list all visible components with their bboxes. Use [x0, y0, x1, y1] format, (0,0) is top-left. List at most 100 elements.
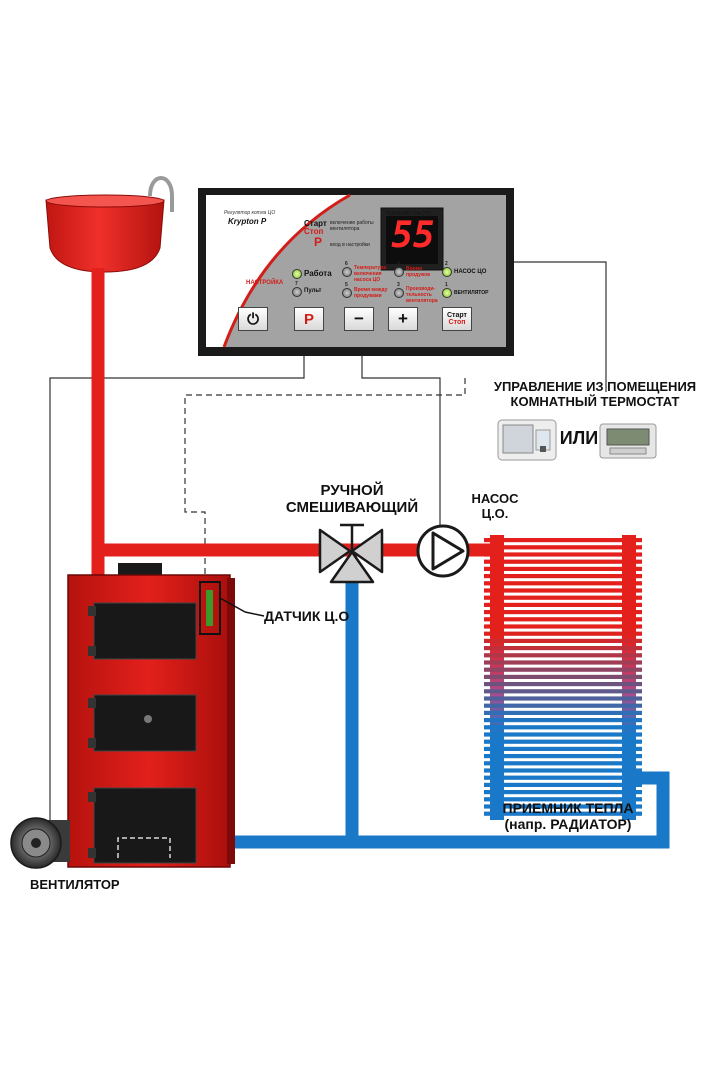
expansion-tank	[45, 176, 174, 273]
radiator-bar	[484, 624, 642, 629]
radiator-bar	[484, 559, 642, 564]
radiator-bar	[484, 811, 642, 816]
radiator	[484, 535, 642, 820]
led-purge-interval-1: Время между	[354, 287, 388, 293]
start-desc-1: включение работы	[330, 220, 374, 226]
led-purge-time-2: продувов	[406, 272, 431, 278]
room-control-title: УПРАВЛЕНИЕ ИЗ ПОМЕЩЕНИЯ КОМНАТНЫЙ ТЕРМОС…	[470, 379, 720, 410]
led-pump-temp	[342, 267, 352, 277]
controller-panel: Регулятор котла ЦО Krypton P Старт Стоп …	[206, 195, 506, 347]
radiator-bar	[484, 689, 642, 694]
radiator-bar	[484, 725, 642, 730]
return-pipe	[232, 771, 670, 849]
radiator-bar	[484, 552, 642, 557]
room-control-line-2: КОМНАТНЫЙ ТЕРМОСТАТ	[510, 393, 680, 409]
led-pump-temp-1: Температура	[354, 265, 386, 271]
controller-subtitle: Регулятор котла ЦО	[224, 210, 276, 216]
temp-display: 55	[391, 215, 435, 256]
cable-fan	[49, 356, 305, 840]
pump-line-2: Ц.О.	[481, 505, 509, 521]
start-stop-button-stop: Стоп	[448, 319, 466, 326]
radiator-bar	[484, 703, 642, 708]
receiver-line-2: (напр. РАДИАТОР)	[504, 816, 632, 833]
p-button[interactable]: P	[294, 307, 324, 331]
room-control-line-1: УПРАВЛЕНИЕ ИЗ ПОМЕЩЕНИЯ	[493, 379, 697, 394]
radiator-bar	[484, 660, 642, 665]
or-label: ИЛИ	[559, 428, 599, 448]
boiler-top-hatch	[118, 563, 162, 577]
radiator-bars	[484, 538, 642, 816]
radiator-bar	[484, 545, 642, 550]
receiver-label: ПРИЕМНИК ТЕПЛА (напр. РАДИАТОР)	[468, 800, 668, 832]
radiator-bar	[484, 696, 642, 701]
led-pump-temp-3: насоса ЦО	[354, 277, 381, 283]
control-cables	[49, 261, 607, 840]
led-fan-power-1: Производи-	[406, 286, 436, 292]
led-purge-time-1: Время	[406, 266, 422, 272]
radiator-bar	[484, 588, 642, 593]
mixing-valve-line-2: СМЕШИВАЮЩИЙ	[285, 499, 419, 517]
radiator-bar	[484, 566, 642, 571]
radiator-bar	[484, 581, 642, 586]
minus-button[interactable]: −	[344, 307, 374, 331]
sensor-probe	[206, 590, 213, 626]
num-6: 6	[345, 261, 348, 267]
stop-word: Стоп	[304, 227, 324, 236]
radiator-bar	[484, 646, 642, 651]
radiator-bar	[484, 617, 642, 622]
thermostat-wall	[599, 423, 657, 459]
temp-title: ТЕМПЕРАТУРА [°C]	[385, 211, 431, 217]
radiator-bar	[484, 754, 642, 759]
led-pump-label: НАСОС ЦО	[454, 269, 487, 275]
radiator-bar	[484, 797, 642, 802]
receiver-line-1: ПРИЕМНИК ТЕПЛА	[502, 800, 634, 816]
led-purge-interval	[342, 288, 352, 298]
radiator-bar	[484, 682, 642, 687]
boiler-door-middle	[93, 694, 197, 752]
sensor-box	[199, 581, 221, 635]
led-remote	[292, 287, 302, 297]
setup-label: НАСТРОЙКА	[246, 280, 284, 286]
start-word: Старт	[304, 219, 327, 228]
radiator-bar	[484, 732, 642, 737]
radiator-bar	[484, 538, 642, 543]
mixing-valve-icon	[318, 523, 384, 584]
start-stop-button[interactable]: Старт Стоп	[442, 307, 472, 331]
fan-icon	[10, 817, 70, 869]
led-purge-time	[394, 267, 404, 277]
mixing-valve-label: РУЧНОЙ СМЕШИВАЮЩИЙ	[262, 482, 442, 517]
cable-pump	[361, 356, 441, 525]
radiator-bar	[484, 674, 642, 679]
thermostat-wireless	[497, 419, 557, 461]
boiler-door-top	[93, 602, 197, 660]
controller-model: Krypton P	[228, 217, 267, 226]
cable-thermostat	[510, 261, 607, 392]
num-2: 2	[445, 261, 448, 267]
fan-label: ВЕНТИЛЯТОР	[30, 877, 120, 892]
led-fan-power-2: тельность	[406, 292, 432, 298]
boiler	[67, 563, 265, 868]
led-purge-interval-2: продувами	[354, 293, 382, 299]
led-work	[292, 269, 302, 279]
radiator-bar	[484, 595, 642, 600]
pump-icon	[416, 524, 470, 578]
num-4: 4	[397, 261, 400, 267]
num-1: 1	[445, 282, 448, 288]
mixing-valve-line-1: РУЧНОЙ	[320, 482, 384, 499]
radiator-bar	[484, 653, 642, 658]
sensor-label: ДАТЧИК Ц.О	[264, 608, 350, 624]
radiator-bar	[484, 775, 642, 780]
led-fan-power-3: вентилятора	[406, 298, 438, 304]
radiator-bar	[484, 804, 642, 809]
radiator-bar	[484, 602, 642, 607]
num-7: 7	[295, 281, 298, 287]
power-button[interactable]: ⏻	[238, 307, 268, 331]
plus-button[interactable]: +	[388, 307, 418, 331]
radiator-bar	[484, 768, 642, 773]
radiator-bar	[484, 638, 642, 643]
led-pump-temp-2: включения	[354, 271, 382, 277]
led-remote-label: Пульт	[304, 288, 322, 294]
radiator-bar	[484, 718, 642, 723]
led-pump	[442, 267, 452, 277]
